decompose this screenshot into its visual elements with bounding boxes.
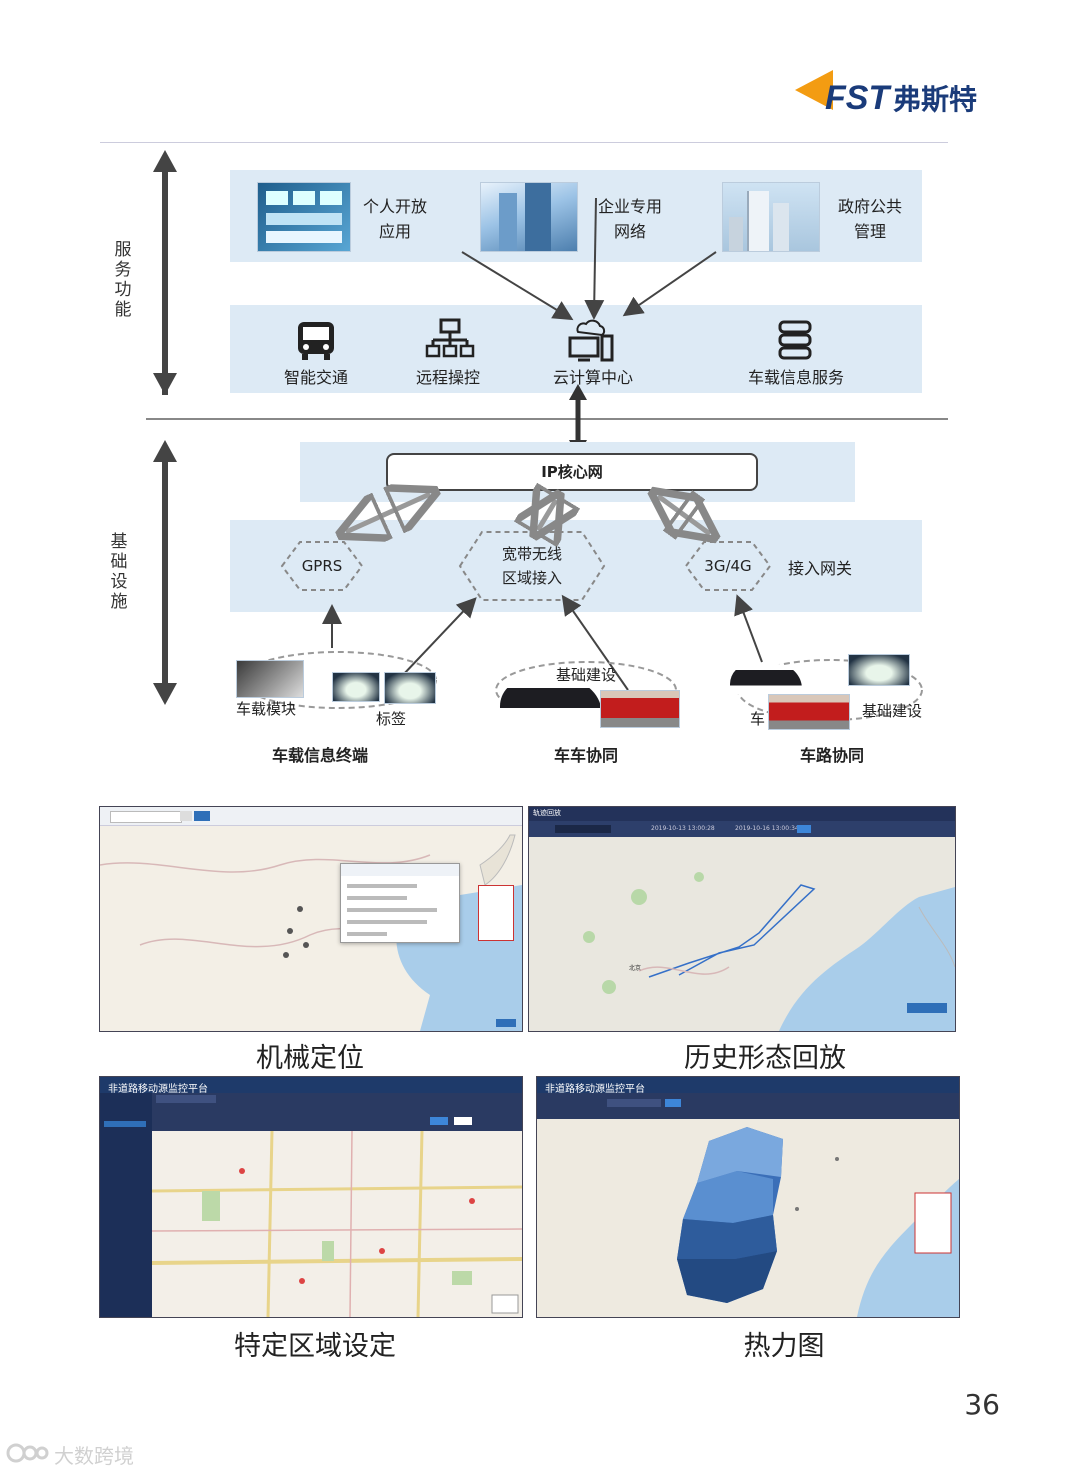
app-enterprise: 企业专用网络 bbox=[597, 197, 662, 241]
broadband-label: 宽带无线区域接入 bbox=[501, 545, 562, 587]
label-tag: 标签 bbox=[376, 710, 407, 728]
government-building-image bbox=[722, 182, 820, 252]
bottom-label-terminal: 车载信息终端 bbox=[272, 746, 369, 765]
app-personal: 个人开放应用 bbox=[362, 197, 427, 241]
screenshot-heatmap: 非道路移动源监控平台 bbox=[536, 1076, 960, 1318]
ip-core-network-label: IP核心网 bbox=[541, 463, 603, 481]
icon-label-remote: 远程操控 bbox=[415, 368, 480, 387]
page-number: 36 bbox=[964, 1388, 1000, 1421]
label-module: 车载模块 bbox=[236, 700, 297, 718]
watermark-text: 大数跨境 bbox=[54, 1444, 134, 1468]
start-time: 2019-10-13 13:00:28 bbox=[651, 825, 715, 832]
caption-heatmap: 热力图 bbox=[743, 1331, 825, 1362]
brand-logo: FST 弗斯特 bbox=[795, 62, 1005, 122]
car-interior-image bbox=[236, 660, 304, 698]
gateway-label: 接入网关 bbox=[788, 559, 853, 578]
svg-text:FST: FST bbox=[825, 79, 892, 117]
caption-area: 特定区域设定 bbox=[234, 1331, 396, 1362]
tag-image-2 bbox=[384, 672, 436, 704]
fst-logo-icon: FST bbox=[795, 70, 892, 117]
network-tree-icon bbox=[425, 318, 475, 358]
screenshot-positioning bbox=[99, 806, 523, 1032]
icon-label-traffic: 智能交通 bbox=[283, 368, 348, 387]
app-government: 政府公共管理 bbox=[837, 197, 902, 241]
app-ui-image bbox=[257, 182, 351, 252]
screenshot-playback: 轨迹回放 2019-10-13 13:00:28 2019-10-16 13:0… bbox=[528, 806, 956, 1032]
map-city-label: 北京 bbox=[629, 965, 642, 972]
label-infra: 基础设施 bbox=[110, 532, 128, 612]
tag-image-3 bbox=[848, 654, 910, 686]
cloud-computer-icon bbox=[568, 319, 614, 362]
tag-image-1 bbox=[332, 672, 380, 702]
caption-playback: 历史形态回放 bbox=[684, 1043, 846, 1074]
section-divider bbox=[146, 418, 948, 420]
platform-title-3: 非道路移动源监控平台 bbox=[108, 1084, 208, 1095]
gprs-label: GPRS bbox=[301, 557, 343, 575]
watermark-logo-icon bbox=[6, 1443, 49, 1463]
screenshot-area: 非道路移动源监控平台 bbox=[99, 1076, 523, 1318]
caption-positioning: 机械定位 bbox=[256, 1043, 364, 1074]
cellular-label: 3G/4G bbox=[704, 557, 752, 575]
bottom-label-v2v: 车车协同 bbox=[554, 746, 619, 765]
icon-label-cloud: 云计算中心 bbox=[552, 368, 633, 387]
brand-name: 弗斯特 bbox=[893, 83, 978, 116]
red-car-image bbox=[600, 690, 680, 728]
label-infra-2: 基础建设 bbox=[862, 702, 923, 720]
black-sedan-image bbox=[500, 680, 602, 720]
platform-title-4: 非道路移动源监控平台 bbox=[545, 1084, 645, 1095]
header-divider bbox=[100, 142, 948, 143]
enterprise-building-image bbox=[480, 182, 578, 252]
playback-title: 轨迹回放 bbox=[533, 809, 561, 817]
vertical-arrows bbox=[153, 150, 177, 705]
black-sedan-image-2 bbox=[730, 664, 802, 694]
label-infra-1: 基础建设 bbox=[556, 666, 617, 684]
bottom-label-v2i: 车路协同 bbox=[800, 746, 865, 765]
bus-icon bbox=[298, 322, 334, 360]
label-service: 服务功能 bbox=[114, 240, 132, 320]
label-car: 车 bbox=[750, 710, 766, 728]
red-car-image-2 bbox=[768, 694, 850, 730]
icon-label-telematics: 车载信息服务 bbox=[747, 368, 844, 387]
end-time: 2019-10-16 13:00:34 bbox=[735, 825, 799, 832]
server-stack-icon bbox=[778, 320, 812, 360]
